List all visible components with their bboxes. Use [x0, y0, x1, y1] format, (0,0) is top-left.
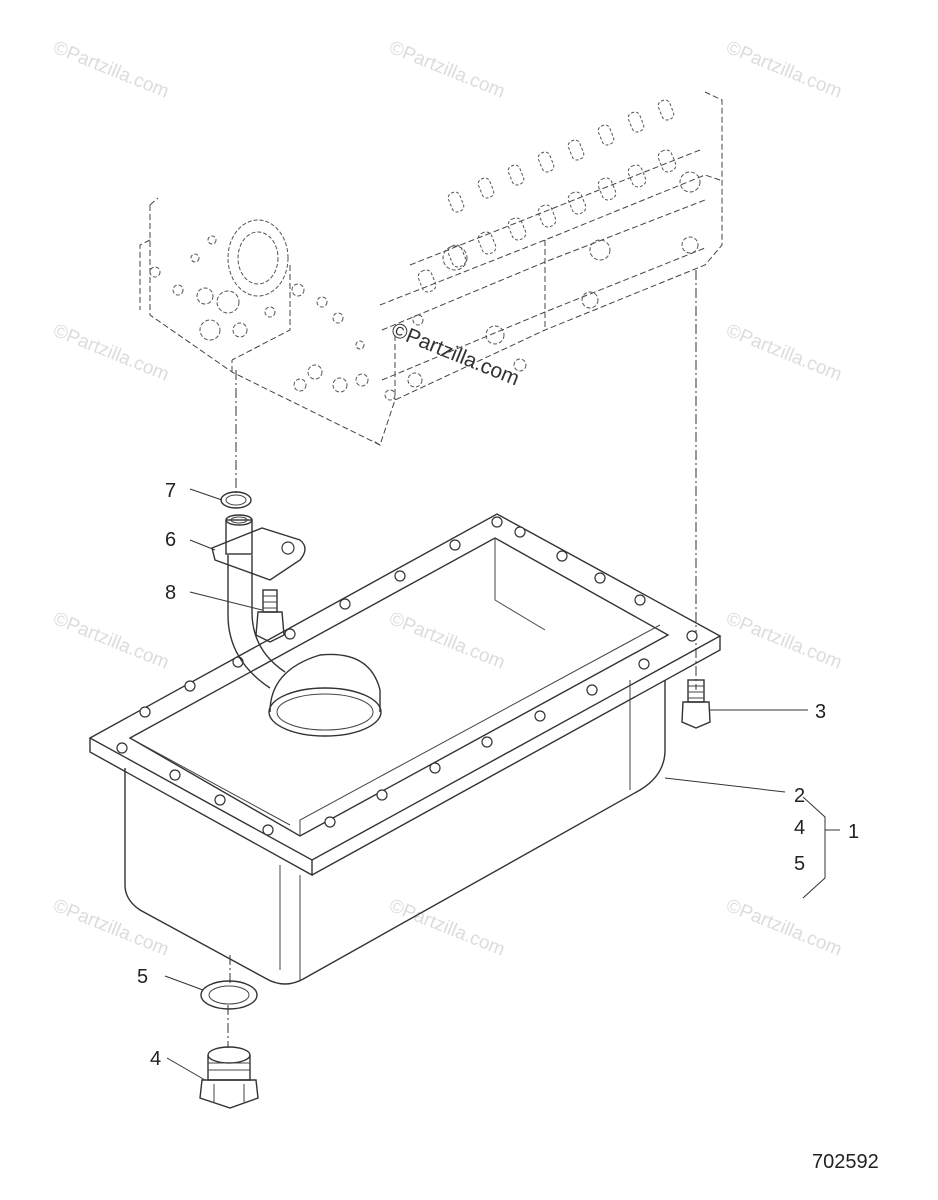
oil-strainer — [211, 514, 382, 737]
callout-4-group: 4 — [794, 817, 805, 839]
watermark: ©Partzilla.com — [386, 608, 508, 673]
watermark: ©Partzilla.com — [50, 608, 172, 673]
callout-4: 4 — [150, 1048, 161, 1070]
callout-5-group: 5 — [794, 853, 805, 875]
drain-gasket — [200, 980, 258, 1010]
callout-5: 5 — [137, 966, 148, 988]
watermark: ©Partzilla.com — [723, 37, 845, 102]
leader-lines — [164, 488, 840, 1081]
alignment-lines — [227, 270, 697, 1048]
oil-pan — [88, 513, 722, 985]
callout-3: 3 — [815, 701, 826, 723]
watermark: ©Partzilla.com — [723, 320, 845, 385]
watermark: ©Partzilla.com — [386, 895, 508, 960]
engine-block-ribs — [417, 99, 677, 293]
callout-2: 2 — [794, 785, 805, 807]
watermark: ©Partzilla.com — [723, 608, 845, 673]
callout-6: 6 — [165, 529, 176, 551]
callouts: 7 6 8 3 2 4 5 1 5 4 — [137, 480, 859, 1070]
engine-block-outline — [139, 91, 723, 446]
watermark: ©Partzilla.com — [50, 895, 172, 960]
strainer-bolt — [255, 589, 285, 643]
watermark: ©Partzilla.com — [50, 320, 172, 385]
callout-7: 7 — [165, 480, 176, 502]
drain-plug — [199, 1046, 259, 1109]
watermark: ©Partzilla.com — [723, 895, 845, 960]
reference-number: 702592 — [812, 1151, 879, 1173]
o-ring — [220, 491, 252, 509]
engine-block-holes — [149, 171, 701, 401]
watermark: ©Partzilla.com — [386, 37, 508, 102]
callout-8: 8 — [165, 582, 176, 604]
flange-bolt-holes — [116, 516, 698, 836]
pan-bolt — [681, 679, 711, 729]
watermark: ©Partzilla.com — [50, 37, 172, 102]
callout-1: 1 — [848, 821, 859, 843]
